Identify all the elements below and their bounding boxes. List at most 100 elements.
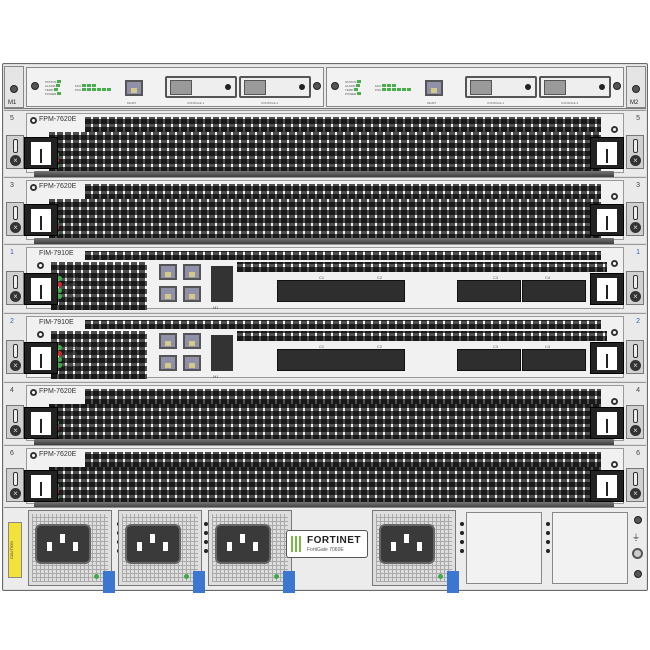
mgmt-port-2[interactable] xyxy=(183,333,201,349)
left-ejector-lever[interactable]: × xyxy=(6,468,24,502)
screw-icon xyxy=(37,262,44,269)
console-port-1[interactable] xyxy=(165,76,237,98)
qsfp-port-c3[interactable] xyxy=(457,349,521,371)
mgmt-port[interactable] xyxy=(425,80,443,96)
fan-psu-leds: FAN PSU xyxy=(75,84,112,92)
psu-1 xyxy=(28,510,115,593)
left-ejector-lever[interactable]: × xyxy=(6,405,24,439)
fpm-blade: FPM-7620E STATUS ALARM POWER xyxy=(26,180,624,240)
psu-release-tab[interactable] xyxy=(103,571,115,593)
qsfp-port-c1-c2[interactable] xyxy=(277,349,405,371)
slot-3: 3 3 FPM-7620E STATUS ALARM POWER × × xyxy=(4,177,646,245)
power-socket[interactable] xyxy=(379,524,435,564)
right-handle[interactable] xyxy=(590,470,624,502)
right-ejector-lever[interactable]: × xyxy=(626,202,644,236)
right-ear: M2 xyxy=(626,66,646,108)
screw-icon xyxy=(30,184,37,191)
left-handle[interactable] xyxy=(24,407,58,439)
management-row: M1 STATUS ALARM TEMP POWER FAN PSU MGMT … xyxy=(4,65,646,109)
mgmt-port-2[interactable] xyxy=(183,264,201,280)
psu-3 xyxy=(208,510,295,593)
left-ejector-lever[interactable]: × xyxy=(6,271,24,305)
qsfp-port-c4[interactable] xyxy=(522,280,586,302)
screw-icon xyxy=(611,398,618,405)
left-handle[interactable] xyxy=(24,273,58,305)
psu-led xyxy=(438,574,443,579)
qsfp-port-c3[interactable] xyxy=(457,280,521,302)
screw-icon xyxy=(613,82,621,90)
caution-label: CAUTION xyxy=(8,522,22,578)
left-ejector-lever[interactable]: × xyxy=(6,202,24,236)
fpm-blade: FPM-7620E STATUS ALARM POWER xyxy=(26,448,624,504)
console-port-2[interactable] xyxy=(239,76,311,98)
blank-bay-5 xyxy=(466,512,542,584)
power-socket[interactable] xyxy=(215,524,271,564)
fan-psu-leds: FAN PSU xyxy=(375,84,412,92)
screw-icon xyxy=(634,570,642,578)
slot-2: 2 2 FIM-7910E STATUS ALARM HA POWER M1 C… xyxy=(4,313,646,381)
mgmt-port-4[interactable] xyxy=(183,355,201,371)
ground-terminal[interactable] xyxy=(632,548,643,559)
right-ejector-lever[interactable]: × xyxy=(626,468,644,502)
vent-grid xyxy=(49,404,601,440)
psu-release-tab[interactable] xyxy=(193,571,205,593)
screw-icon xyxy=(10,85,18,93)
sfp-port[interactable] xyxy=(211,266,233,302)
vent-grid xyxy=(51,331,147,379)
right-ejector-lever[interactable]: × xyxy=(626,405,644,439)
mgmt-port-1[interactable] xyxy=(159,264,177,280)
left-handle[interactable] xyxy=(24,470,58,502)
screw-icon xyxy=(611,126,618,133)
right-handle[interactable] xyxy=(590,407,624,439)
psu-4 xyxy=(372,510,459,593)
dots-indicator xyxy=(204,522,208,558)
vent-grid xyxy=(85,251,601,260)
right-ejector-lever[interactable]: × xyxy=(626,135,644,169)
console-port-2[interactable] xyxy=(539,76,611,98)
screw-icon xyxy=(611,193,618,200)
ground-icon: ⏚ xyxy=(632,533,640,542)
left-handle[interactable] xyxy=(24,342,58,374)
mgmt-port-1[interactable] xyxy=(159,333,177,349)
screw-icon xyxy=(611,260,618,267)
right-handle[interactable] xyxy=(590,273,624,305)
right-handle[interactable] xyxy=(590,342,624,374)
slot-rail xyxy=(34,171,614,178)
screw-icon xyxy=(37,331,44,338)
left-ejector-lever[interactable]: × xyxy=(6,135,24,169)
qsfp-port-c1-c2[interactable] xyxy=(277,280,405,302)
power-socket[interactable] xyxy=(35,524,91,564)
left-handle[interactable] xyxy=(24,204,58,236)
mgmt-port-3[interactable] xyxy=(159,286,177,302)
left-handle[interactable] xyxy=(24,137,58,169)
right-handle[interactable] xyxy=(590,137,624,169)
vent-grid xyxy=(51,262,147,310)
sfp-port[interactable] xyxy=(211,335,233,371)
screw-icon xyxy=(313,82,321,90)
vent-grid xyxy=(237,331,607,341)
psu-led xyxy=(274,574,279,579)
psu-led xyxy=(184,574,189,579)
fpm-blade: FPM-7620E STATUS ALARM POWER xyxy=(26,113,624,173)
left-ejector-lever[interactable]: × xyxy=(6,340,24,374)
mgmt-port[interactable] xyxy=(125,80,143,96)
console-port-1[interactable] xyxy=(465,76,537,98)
vent-grid xyxy=(49,467,601,503)
mgmt-status-leds: STATUS ALARM TEMP POWER xyxy=(345,80,362,96)
screw-icon xyxy=(31,82,39,90)
slot-4: 4 4 FPM-7620E STATUS ALARM POWER × × xyxy=(4,382,646,446)
mgmt-port-3[interactable] xyxy=(159,355,177,371)
fim-blade: FIM-7910E STATUS ALARM HA POWER M1 C1 C2… xyxy=(26,247,624,310)
chassis: M1 STATUS ALARM TEMP POWER FAN PSU MGMT … xyxy=(2,63,648,593)
mgmt-port-4[interactable] xyxy=(183,286,201,302)
psu-release-tab[interactable] xyxy=(283,571,295,593)
screw-icon xyxy=(30,452,37,459)
right-ejector-lever[interactable]: × xyxy=(626,340,644,374)
slot-rail xyxy=(34,238,614,245)
ear-label-m1: M1 xyxy=(8,100,17,106)
right-ejector-lever[interactable]: × xyxy=(626,271,644,305)
psu-release-tab[interactable] xyxy=(447,571,459,593)
qsfp-port-c4[interactable] xyxy=(522,349,586,371)
right-handle[interactable] xyxy=(590,204,624,236)
power-socket[interactable] xyxy=(125,524,181,564)
